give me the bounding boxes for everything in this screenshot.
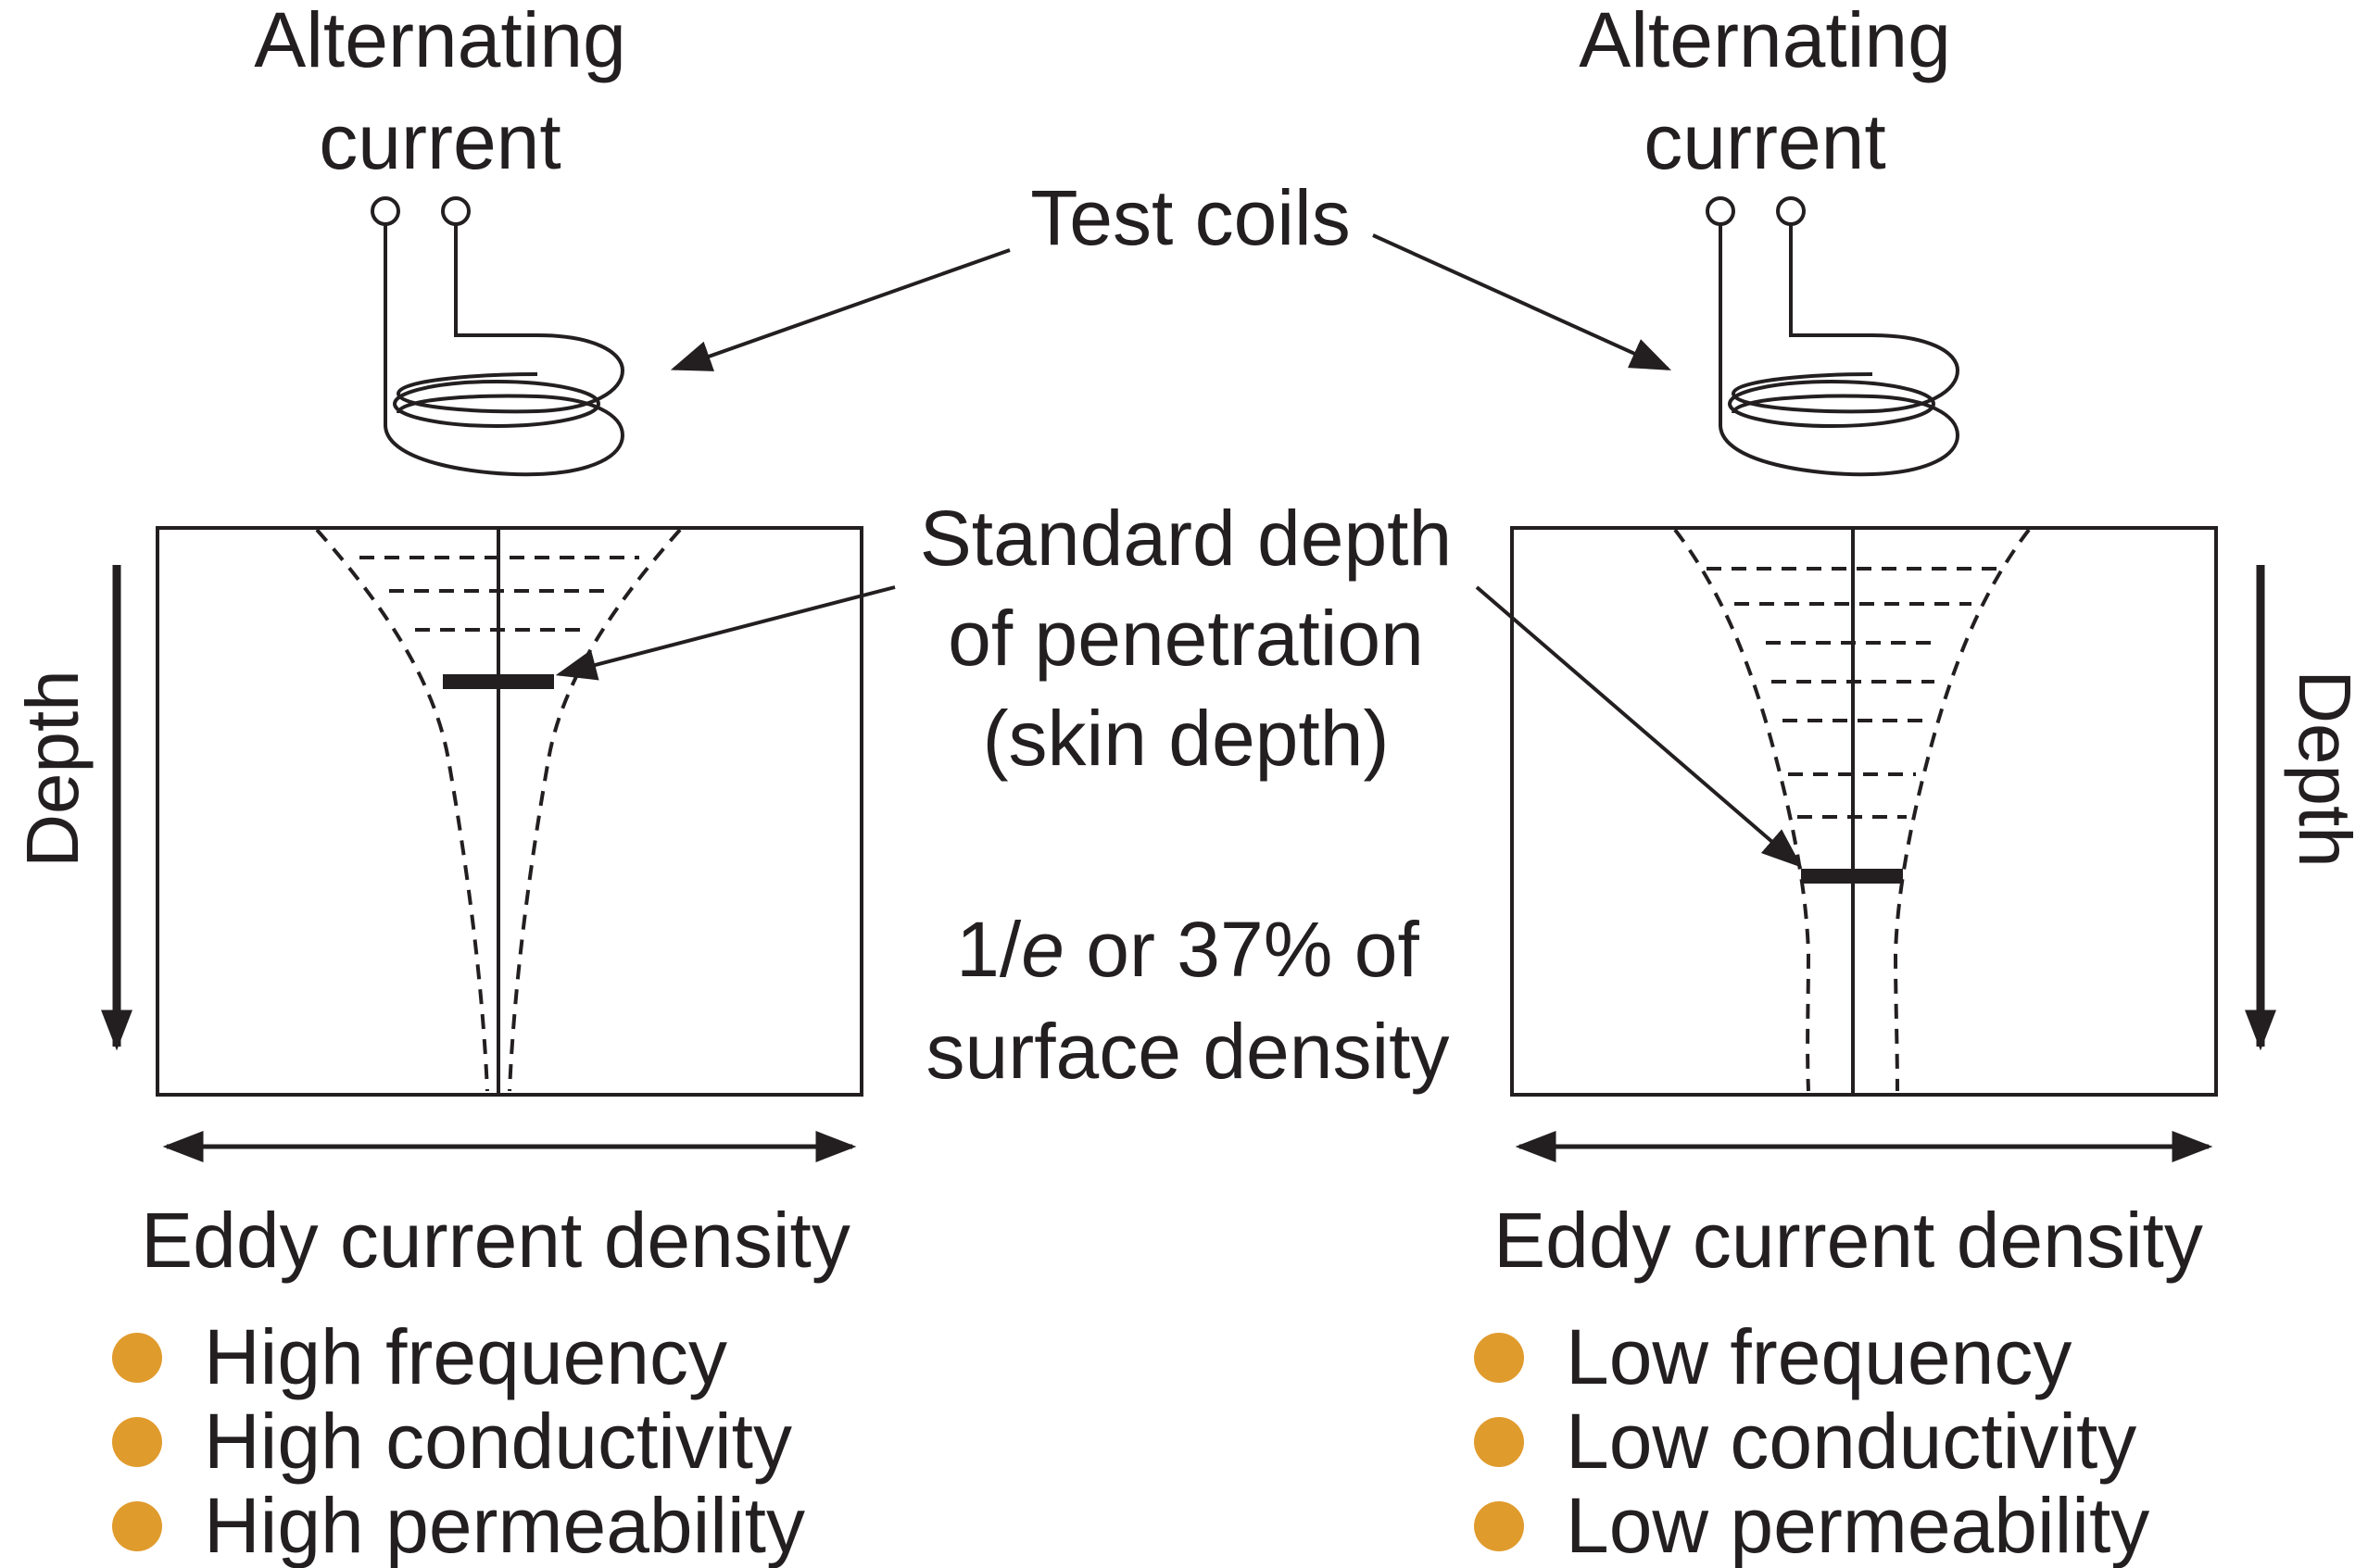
right-condition-3: Low permeability [1566,1482,2149,1568]
test-coils-arrow-right [1372,233,1672,370]
left-condition-1: High frequency [204,1313,727,1400]
left-bullet-icon [112,1501,162,1551]
right-bullet-icon [1474,1333,1524,1383]
standard-depth-line3: (skin depth) [983,695,1390,782]
left-bullet-icon [112,1333,162,1383]
left-eddy-current-envelope [315,528,682,1092]
right-bullet-icon [1474,1417,1524,1467]
ratio-line1: 1/e or 37% of [956,906,1419,993]
right-source-label-line1: Alternating [1579,0,1951,83]
right-panel: Alternating current Depth Eddy current d [1474,0,2366,1568]
left-depth-label: Depth [11,670,94,867]
left-source-label-line2: current [319,98,561,185]
right-conditions-list: Low frequency Low conductivity Low perme… [1474,1313,2149,1568]
ratio-line2: surface density [926,1008,1450,1095]
left-condition-2: High conductivity [204,1398,792,1485]
test-coils-arrow-left [670,248,1011,371]
skin-depth-arrow-left [555,585,896,681]
right-source-label-line2: current [1644,98,1885,185]
right-test-coil-icon [1706,196,1960,477]
test-coils-label: Test coils [1030,174,1350,261]
right-bullet-icon [1474,1501,1524,1551]
left-bullet-icon [112,1417,162,1467]
standard-depth-line2: of penetration [948,595,1424,682]
left-condition-3: High permeability [204,1482,805,1568]
right-condition-1: Low frequency [1566,1313,2072,1400]
left-conditions-list: High frequency High conductivity High pe… [112,1313,805,1568]
right-depth-label: Depth [2284,670,2366,867]
standard-depth-line1: Standard depth [920,495,1452,582]
left-test-coil-icon [371,196,625,477]
center-annotations: Test coils Standard depth of penetration… [555,174,1803,1095]
right-conductor-block [1510,526,2218,1097]
right-condition-2: Low conductivity [1566,1398,2136,1485]
left-source-label-line1: Alternating [254,0,626,83]
right-axis-label: Eddy current density [1493,1197,2203,1284]
left-panel: Alternating current Depth Eddy current d… [11,0,863,1568]
left-axis-label: Eddy current density [141,1197,850,1284]
skin-depth-arrow-right [1475,585,1803,868]
left-conductor-block [156,526,863,1097]
